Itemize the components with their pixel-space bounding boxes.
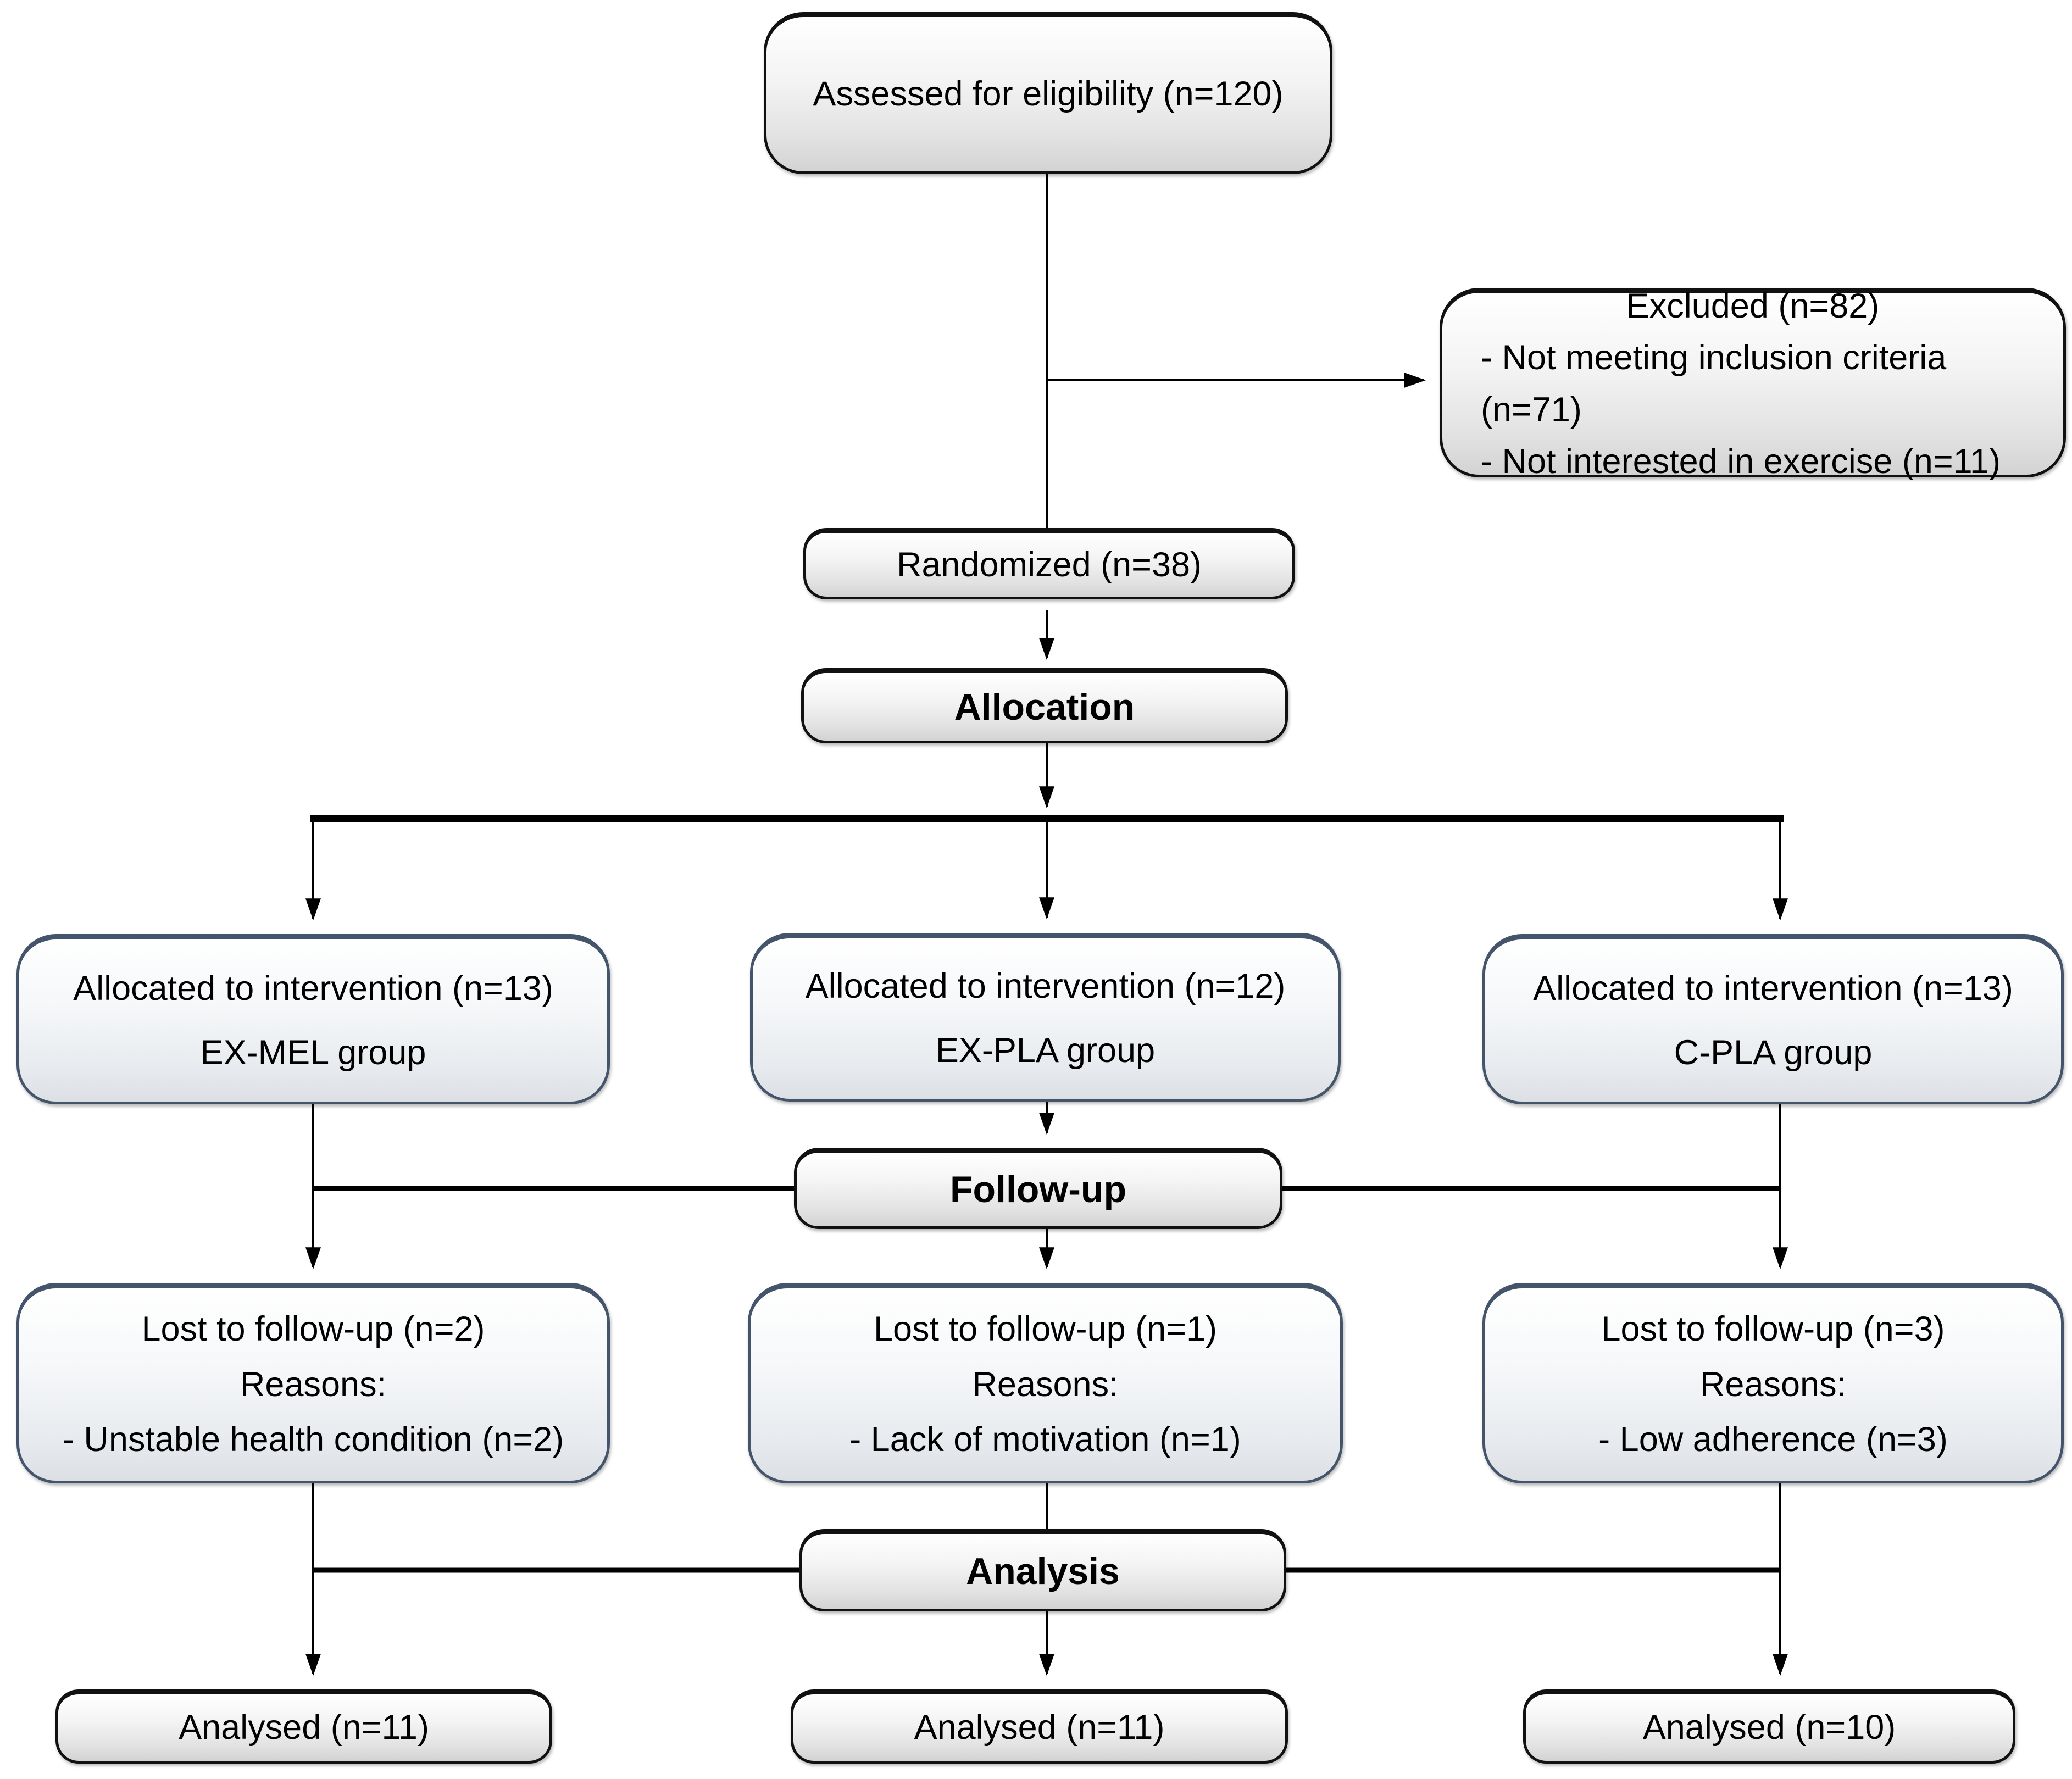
assessed-label: Assessed for eligibility (n=120) (813, 75, 1284, 114)
allocated-exmel-line2: EX-MEL group (200, 1033, 426, 1072)
randomized-box: Randomized (n=38) (803, 528, 1295, 599)
analysed-box-cpla: Analysed (n=10) (1523, 1689, 2015, 1764)
allocated-box-exmel: Allocated to intervention (n=13) EX-MEL … (16, 934, 610, 1104)
followup-band-label: Follow-up (949, 1169, 1126, 1210)
followup-band: Follow-up (794, 1148, 1282, 1229)
excluded-reason-1: - Not meeting inclusion criteria (n=71) (1481, 338, 1947, 429)
randomized-label: Randomized (n=38) (896, 545, 1202, 584)
lost-box-cpla: Lost to follow-up (n=3) Reasons: - Low a… (1482, 1283, 2064, 1483)
analysed-exmel-label: Analysed (n=11) (179, 1708, 429, 1747)
excluded-box: Excluded (n=82) - Not meeting inclusion … (1440, 287, 2066, 481)
analysed-box-expla: Analysed (n=11) (791, 1689, 1288, 1764)
excluded-reason-2: - Not interested in exercise (n=11) (1481, 442, 2001, 481)
lost-expla-line1: Lost to follow-up (n=1) (873, 1309, 1218, 1348)
lost-cpla-line1: Lost to follow-up (n=3) (1601, 1309, 1945, 1348)
allocated-box-cpla: Allocated to intervention (n=13) C-PLA g… (1482, 934, 2064, 1104)
allocation-band-label: Allocation (954, 686, 1135, 728)
analysed-cpla-label: Analysed (n=10) (1642, 1708, 1896, 1747)
analysed-box-exmel: Analysed (n=11) (55, 1689, 552, 1764)
analysis-band: Analysis (799, 1529, 1286, 1611)
allocated-expla-line1: Allocated to intervention (n=12) (805, 967, 1286, 1006)
allocated-cpla-line2: C-PLA group (1674, 1033, 1873, 1072)
assessed-box: Assessed for eligibility (n=120) (764, 12, 1332, 174)
lost-exmel-line2: Reasons: (240, 1365, 387, 1404)
lost-box-exmel: Lost to follow-up (n=2) Reasons: - Unsta… (16, 1283, 610, 1483)
allocated-box-expla: Allocated to intervention (n=12) EX-PLA … (750, 933, 1341, 1102)
allocated-cpla-line1: Allocated to intervention (n=13) (1533, 969, 2013, 1008)
lost-cpla-line3: - Low adherence (n=3) (1598, 1420, 1948, 1459)
analysed-expla-label: Analysed (n=11) (914, 1708, 1165, 1747)
lost-expla-line2: Reasons: (972, 1365, 1119, 1404)
excluded-title: Excluded (n=82) (1626, 286, 1880, 325)
analysis-band-label: Analysis (966, 1550, 1120, 1592)
excluded-content: Excluded (n=82) - Not meeting inclusion … (1442, 280, 2063, 488)
lost-expla-line3: - Lack of motivation (n=1) (849, 1420, 1241, 1459)
allocation-band: Allocation (801, 668, 1288, 743)
lost-box-expla: Lost to follow-up (n=1) Reasons: - Lack … (748, 1283, 1343, 1483)
lost-cpla-line2: Reasons: (1699, 1365, 1847, 1404)
lost-exmel-line3: - Unstable health condition (n=2) (62, 1420, 564, 1459)
allocated-expla-line2: EX-PLA group (935, 1031, 1156, 1070)
allocated-exmel-line1: Allocated to intervention (n=13) (73, 969, 553, 1008)
lost-exmel-line1: Lost to follow-up (n=2) (141, 1309, 485, 1348)
